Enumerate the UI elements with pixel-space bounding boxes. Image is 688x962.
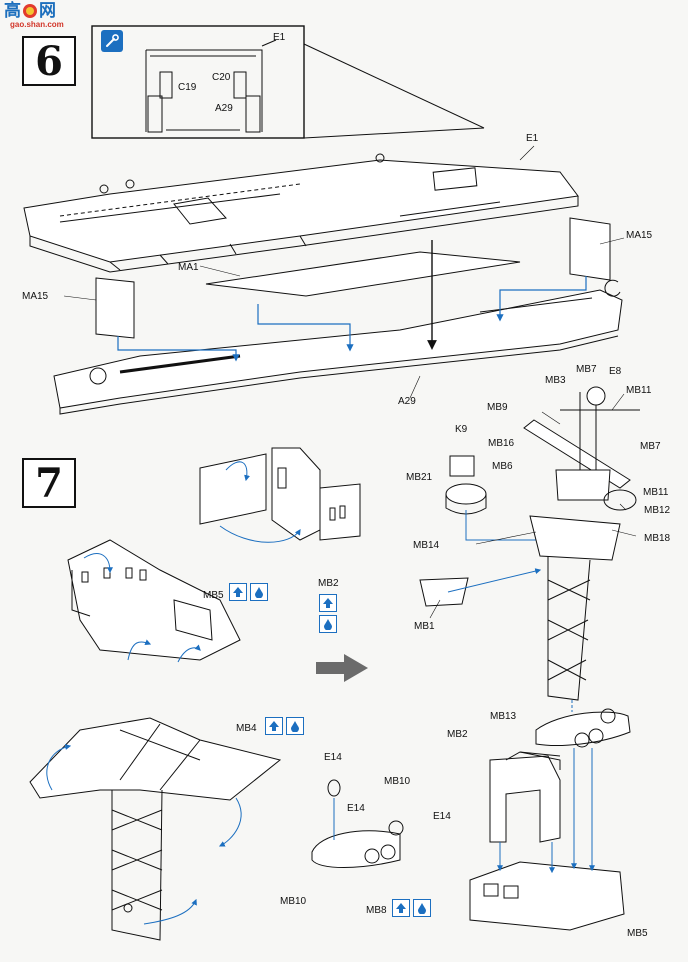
icons-mb8 — [392, 899, 431, 917]
icons-mb2 — [319, 594, 337, 633]
label-ma15-right: MA15 — [626, 230, 653, 241]
assembly-arrow-icon — [265, 717, 283, 735]
brush-detail-icon — [101, 30, 123, 52]
platform-mb10 — [311, 779, 404, 868]
step-6-badge: 6 — [22, 36, 76, 86]
searchlight-k9 — [445, 455, 562, 543]
site-watermark: 高 网 gao.shan.com — [4, 2, 64, 29]
hull-a29 — [53, 279, 623, 415]
label-mb11-mid: MB11 — [643, 487, 669, 498]
side-panel-ma15-right — [569, 217, 611, 281]
label-mb3: MB3 — [545, 375, 566, 386]
label-inset-a29: A29 — [215, 103, 233, 114]
watermark-char-1: 高 — [4, 1, 21, 21]
watermark-url: gao.shan.com — [10, 20, 64, 29]
watermark-char-2: 网 — [39, 1, 56, 21]
label-mb21: MB21 — [406, 472, 433, 483]
label-mb12: MB12 — [644, 505, 671, 516]
label-mb7-top: MB7 — [576, 364, 597, 375]
label-mb16: MB16 — [488, 438, 515, 449]
label-mb6: MB6 — [492, 461, 513, 472]
platform-mb1 — [419, 577, 469, 607]
step-7-badge: 7 — [22, 458, 76, 508]
label-a29: A29 — [398, 396, 416, 407]
label-e1: E1 — [526, 133, 539, 144]
star-logo-icon — [23, 4, 37, 18]
glue-drop-icon — [286, 717, 304, 735]
step-6-number: 6 — [35, 37, 63, 85]
deck-panel-ma1 — [205, 251, 521, 297]
label-mb10-bottom: MB10 — [280, 896, 307, 907]
label-mb1: MB1 — [414, 621, 435, 632]
assembly-arrow-icon — [392, 899, 410, 917]
label-e14-right: E14 — [433, 811, 451, 822]
label-inset-e1: E1 — [273, 32, 286, 43]
label-e14-mid: E14 — [347, 803, 365, 814]
flight-deck-e1 — [23, 153, 579, 273]
icons-mb5 — [229, 583, 268, 601]
label-e8: E8 — [609, 366, 622, 377]
gun-platform-mb12 — [535, 700, 631, 748]
label-mb10-top: MB10 — [384, 776, 411, 787]
step-7-number: 7 — [35, 459, 63, 507]
side-panel-ma15-left — [95, 277, 135, 339]
bridge-floor-mb5 — [67, 539, 241, 663]
glue-drop-icon — [250, 583, 268, 601]
label-mb7-right: MB7 — [640, 441, 661, 452]
label-inset-c19: C19 — [178, 82, 197, 93]
assembly-arrow-icon — [319, 594, 337, 612]
label-ma15-left: MA15 — [22, 291, 49, 302]
label-inset-c20: C20 — [212, 72, 231, 83]
label-mb13: MB13 — [490, 711, 517, 722]
label-ma1: MA1 — [178, 262, 199, 273]
label-e14-top: E14 — [324, 752, 342, 763]
label-mb9: MB9 — [487, 402, 508, 413]
main-mast — [523, 386, 640, 701]
label-mb14: MB14 — [413, 540, 440, 551]
inset-detail-frame — [91, 25, 485, 139]
label-mb5-left: MB5 — [203, 590, 224, 601]
label-mb2-right: MB2 — [447, 729, 468, 740]
label-mb11-top: MB11 — [626, 385, 652, 396]
label-mb5-right: MB5 — [627, 928, 648, 939]
icons-mb4 — [265, 717, 304, 735]
bridge-assembly-right — [469, 748, 625, 931]
label-mb8: MB8 — [366, 905, 387, 916]
next-step-arrow — [316, 654, 368, 682]
label-mb18: MB18 — [644, 533, 671, 544]
label-mb4: MB4 — [236, 723, 257, 734]
lattice-mast-mb4 — [29, 717, 282, 941]
label-k9: K9 — [455, 424, 468, 435]
glue-drop-icon — [413, 899, 431, 917]
bridge-wall-mb2 — [199, 447, 361, 543]
assembly-arrow-icon — [229, 583, 247, 601]
glue-drop-icon — [319, 615, 337, 633]
label-mb2-left: MB2 — [318, 578, 339, 589]
